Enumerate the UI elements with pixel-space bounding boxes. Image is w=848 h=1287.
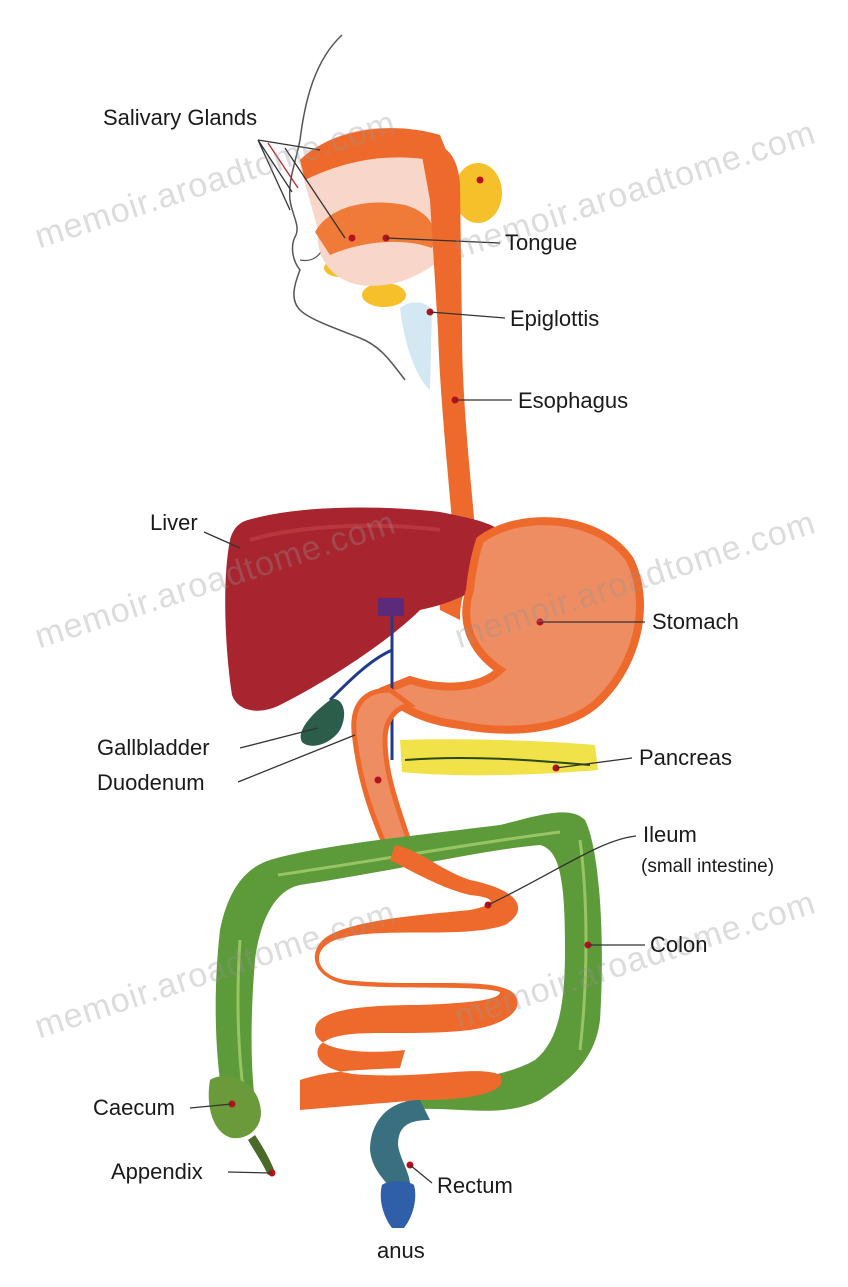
rectum-shape xyxy=(370,1100,430,1190)
label-caecum: Caecum xyxy=(93,1097,175,1119)
label-salivary-glands: Salivary Glands xyxy=(103,107,257,129)
leader-duodenum xyxy=(238,735,355,782)
gallbladder-shape xyxy=(301,699,345,746)
label-pancreas: Pancreas xyxy=(639,747,732,769)
label-appendix: Appendix xyxy=(111,1161,203,1183)
anus-shape xyxy=(381,1181,416,1228)
label-stomach: Stomach xyxy=(652,611,739,633)
label-esophagus: Esophagus xyxy=(518,390,628,412)
marker-duodenum xyxy=(375,777,382,784)
epiglottis-shape xyxy=(400,302,432,390)
leader-rectum xyxy=(410,1165,432,1183)
submandibular-gland xyxy=(362,283,406,307)
label-tongue: Tongue xyxy=(505,232,577,254)
label-liver: Liver xyxy=(150,512,198,534)
label-colon: Colon xyxy=(650,934,707,956)
parotid-gland xyxy=(454,163,502,223)
label-ileum: Ileum xyxy=(643,824,697,846)
label-anus: anus xyxy=(377,1240,425,1262)
small-intestine-shape xyxy=(300,845,518,1110)
label-epiglottis: Epiglottis xyxy=(510,308,599,330)
duodenum-shape xyxy=(354,690,410,845)
jaw-line xyxy=(300,250,322,261)
pancreas-shape xyxy=(400,739,598,775)
label-duodenum: Duodenum xyxy=(97,772,205,794)
label-gallbladder: Gallbladder xyxy=(97,737,210,759)
marker-salivary xyxy=(349,235,356,242)
label-ileum-note: (small intestine) xyxy=(641,857,774,876)
marker-salivary-2 xyxy=(477,177,484,184)
label-rectum: Rectum xyxy=(437,1175,513,1197)
appendix-shape xyxy=(248,1135,275,1175)
hepatic-portal xyxy=(378,598,404,616)
leader-appendix xyxy=(228,1172,272,1173)
